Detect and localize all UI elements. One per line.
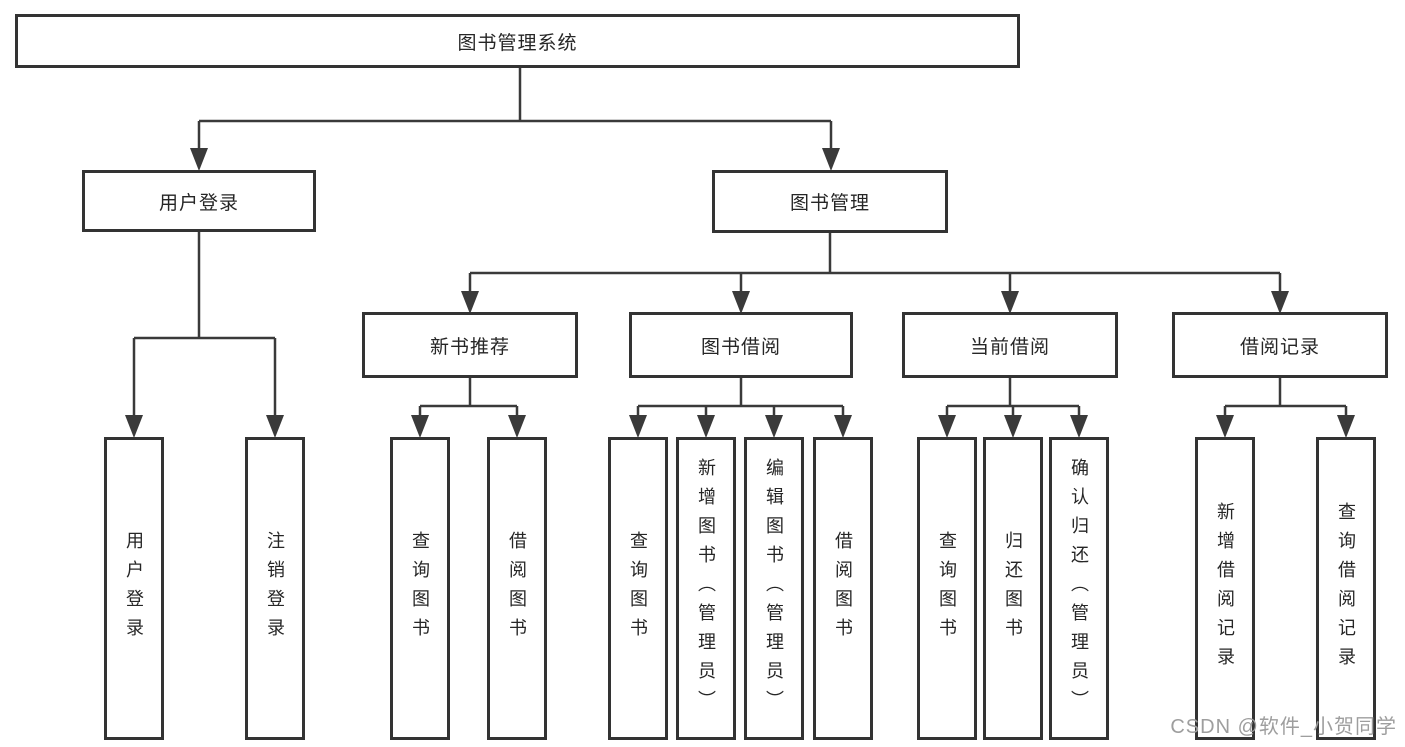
leaf-borrow-books: 借阅图书 xyxy=(813,437,873,740)
leaf-label: 用户登录 xyxy=(124,530,144,647)
node-label: 当前借阅 xyxy=(969,336,1050,358)
connector-currentborrow-to-leaves xyxy=(938,378,1088,438)
arrowhead xyxy=(1216,415,1234,438)
arrowhead xyxy=(1271,291,1289,314)
arrowhead xyxy=(822,148,840,171)
leaf-confirm-return-admin: 确认归还（管理员） xyxy=(1049,437,1109,740)
node-current-borrow: 当前借阅 xyxy=(902,312,1118,378)
node-label: 新书推荐 xyxy=(429,336,510,358)
leaf-label: 查询图书 xyxy=(628,530,648,647)
arrowhead xyxy=(765,415,783,438)
leaf-add-book-admin: 新增图书（管理员） xyxy=(676,437,736,740)
node-label: 图书管理系统 xyxy=(457,32,578,54)
arrowhead xyxy=(1001,291,1019,314)
node-new-book-recommend: 新书推荐 xyxy=(362,312,578,378)
node-label: 借阅记录 xyxy=(1239,336,1320,358)
node-book-borrow: 图书借阅 xyxy=(629,312,853,378)
leaf-query-books-borrow: 查询图书 xyxy=(608,437,668,740)
leaf-return-books: 归还图书 xyxy=(983,437,1043,740)
node-root-library-system: 图书管理系统 xyxy=(15,14,1020,68)
arrowhead xyxy=(190,148,208,171)
csdn-watermark: CSDN @软件_小贺同学 xyxy=(1170,716,1397,738)
leaf-label: 新增图书（管理员） xyxy=(696,458,716,719)
leaf-query-books-recommend: 查询图书 xyxy=(390,437,450,740)
arrowhead xyxy=(1070,415,1088,438)
leaf-borrow-books-recommend: 借阅图书 xyxy=(487,437,547,740)
leaf-label: 归还图书 xyxy=(1003,530,1023,647)
node-user-login: 用户登录 xyxy=(82,170,316,232)
node-label: 图书管理 xyxy=(789,193,870,214)
leaf-query-borrow-record: 查询借阅记录 xyxy=(1316,437,1376,740)
connector-root-to-level2 xyxy=(190,68,840,171)
leaf-label: 查询图书 xyxy=(937,530,957,647)
connector-bookmgmt-to-level3 xyxy=(461,233,1289,314)
connector-records-to-leaves xyxy=(1216,378,1355,438)
arrowhead xyxy=(938,415,956,438)
leaf-logout: 注销登录 xyxy=(245,437,305,740)
arrowhead xyxy=(461,291,479,314)
arrowhead xyxy=(834,415,852,438)
connector-newbooks-to-leaves xyxy=(411,378,526,438)
leaf-query-books-current: 查询图书 xyxy=(917,437,977,740)
leaf-user-login: 用户登录 xyxy=(104,437,164,740)
connector-bookborrow-to-leaves xyxy=(629,378,852,438)
arrowhead xyxy=(697,415,715,438)
connector-userlogin-to-leaves xyxy=(125,232,284,438)
leaf-label: 新增借阅记录 xyxy=(1215,501,1235,676)
leaf-label: 查询借阅记录 xyxy=(1336,501,1356,676)
node-label: 图书借阅 xyxy=(700,336,781,358)
arrowhead xyxy=(1337,415,1355,438)
arrowhead xyxy=(125,415,143,438)
node-borrow-records: 借阅记录 xyxy=(1172,312,1388,378)
leaf-label: 编辑图书（管理员） xyxy=(764,458,784,719)
arrowhead xyxy=(266,415,284,438)
leaf-label: 注销登录 xyxy=(265,530,285,647)
arrowhead xyxy=(1004,415,1022,438)
leaf-label: 借阅图书 xyxy=(833,530,853,647)
node-book-management: 图书管理 xyxy=(712,170,948,233)
leaf-label: 查询图书 xyxy=(410,530,430,647)
leaf-add-borrow-record: 新增借阅记录 xyxy=(1195,437,1255,740)
arrowhead xyxy=(629,415,647,438)
leaf-label: 确认归还（管理员） xyxy=(1069,458,1089,719)
node-label: 用户登录 xyxy=(158,192,239,214)
arrowhead xyxy=(411,415,429,438)
leaf-label: 借阅图书 xyxy=(507,530,527,647)
leaf-edit-book-admin: 编辑图书（管理员） xyxy=(744,437,804,740)
arrowhead xyxy=(732,291,750,314)
arrowhead xyxy=(508,415,526,438)
